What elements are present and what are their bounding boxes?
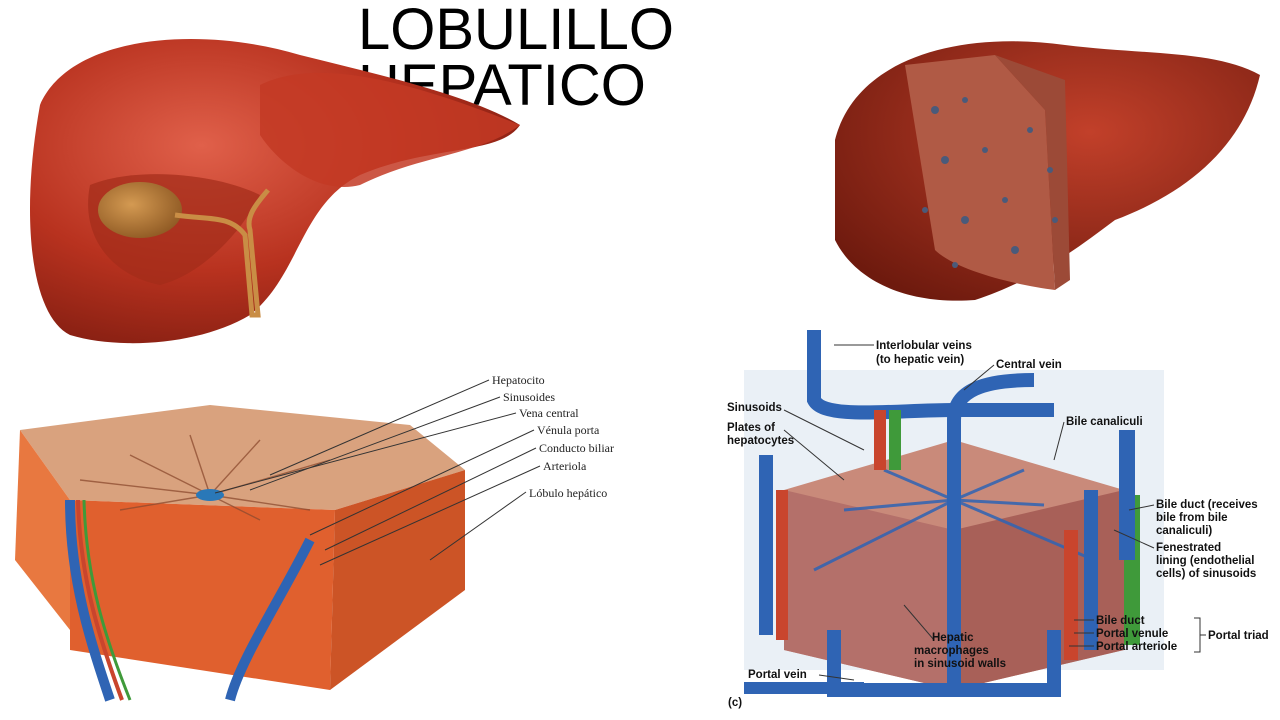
portal-vessels-es <box>65 499 315 702</box>
label-portal-vein: Portal vein <box>748 669 807 681</box>
label-fenestrated-3: cells) of sinusoids <box>1156 568 1256 580</box>
liver-section-illustration <box>835 41 1260 301</box>
cut-face-front <box>905 55 1055 290</box>
liver-left-lobe <box>260 72 520 187</box>
lobule-diagram-en: Interlobular veins (to hepatic vein) Cen… <box>724 330 1280 715</box>
label-sinusoids: Sinusoids <box>727 402 782 414</box>
figure-label-c: (c) <box>728 697 742 709</box>
label-hepatic-macrophages-3: in sinusoid walls <box>914 658 1006 670</box>
portal-vein-en <box>827 630 1061 697</box>
lobule-top-surface <box>20 405 465 510</box>
portal-triad-bracket <box>1194 617 1206 653</box>
label-fenestrated-1: Fenestrated <box>1156 542 1221 554</box>
bile-duct-stem <box>174 188 270 318</box>
label-leader-lines <box>214 379 541 566</box>
label-interlobular-veins: Interlobular veins <box>876 340 972 352</box>
label-portal-venule: Portal venule <box>1096 628 1168 640</box>
lobule-front-face <box>70 500 335 690</box>
label-central-vein: Central vein <box>996 359 1062 371</box>
portal-triad-columns <box>759 410 1140 660</box>
label-arteriola: Arteriola <box>543 459 587 473</box>
label-vena-central: Vena central <box>519 406 579 420</box>
label-venula-porta: Vénula porta <box>537 423 600 437</box>
slide-title: LOBULILLO HEPATICO <box>358 0 674 115</box>
central-vein-es <box>196 489 224 501</box>
label-hepatocito: Hepatocito <box>492 373 545 387</box>
label-bile-duct-receives-2: bile from bile <box>1156 512 1228 524</box>
cut-face-side <box>995 55 1070 290</box>
label-portal-arteriole: Portal arteriole <box>1096 641 1177 653</box>
title-line-1: LOBULILLO <box>358 0 674 62</box>
interlobular-veins <box>807 330 1054 420</box>
label-plates-2: hepatocytes <box>727 435 794 447</box>
label-bile-duct: Bile duct <box>1096 615 1145 627</box>
label-fenestrated-2: lining (endothelial <box>1156 555 1254 567</box>
label-conducto-biliar: Conducto biliar <box>539 441 614 455</box>
label-bile-duct-receives-1: Bile duct (receives <box>1156 499 1258 511</box>
liver-illustration <box>30 39 520 344</box>
label-bile-duct-receives-3: canaliculi) <box>1156 525 1212 537</box>
label-portal-triad: Portal triad <box>1208 630 1269 642</box>
label-interlobular-veins-2: (to hepatic vein) <box>876 354 964 366</box>
lobule-diagram-es: Hepatocito Sinusoides Vena central Vénul… <box>15 373 614 702</box>
label-sinusoides: Sinusoides <box>503 390 555 404</box>
label-hepatic-macrophages-2: macrophages <box>914 645 989 657</box>
label-hepatic-macrophages-1: Hepatic <box>932 632 974 644</box>
lobule-side-face <box>330 470 465 690</box>
label-plates-1: Plates of <box>727 422 775 434</box>
label-lobulo-hepatico: Lóbulo hepático <box>529 486 607 500</box>
gallbladder <box>98 182 182 238</box>
label-bile-canaliculi: Bile canaliculi <box>1066 416 1143 428</box>
